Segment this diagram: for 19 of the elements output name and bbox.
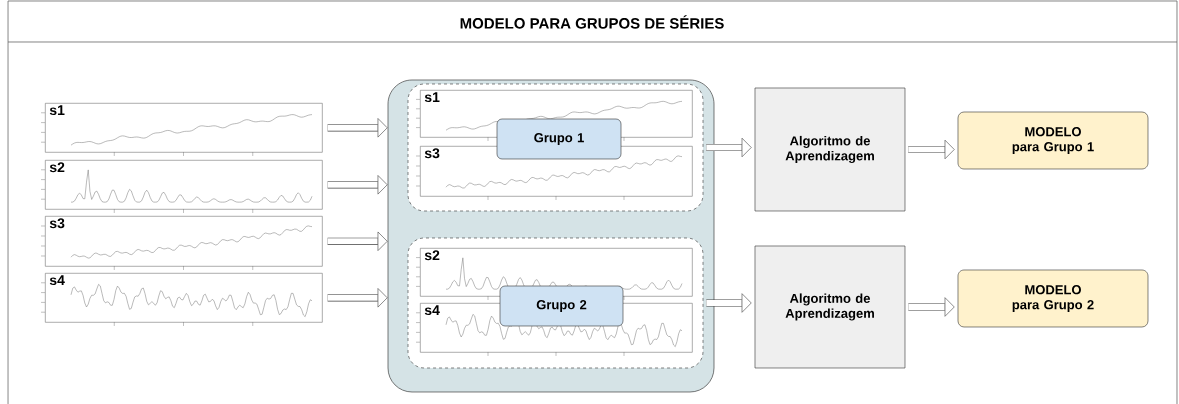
series-chart: s4 xyxy=(40,273,323,327)
block-arrow xyxy=(327,288,388,308)
model-box: MODELO para Grupo 1 xyxy=(957,111,1149,170)
group-label-box: Grupo 1 xyxy=(496,118,622,160)
block-arrow xyxy=(327,175,388,195)
series-chart: s3 xyxy=(40,216,323,271)
title: MODELO PARA GRUPOS DE SÉRIES xyxy=(460,15,724,29)
block-arrow xyxy=(706,293,752,313)
series-chart: s2 xyxy=(40,160,323,214)
group-label-box: Grupo 2 xyxy=(499,285,624,327)
block-arrow xyxy=(327,118,388,138)
series-chart: s1 xyxy=(40,103,323,157)
block-arrow xyxy=(908,297,955,317)
model-box: MODELO para Grupo 2 xyxy=(957,269,1149,328)
process-box: Algoritmo de Aprendizagem xyxy=(754,87,906,212)
block-arrow xyxy=(327,231,388,251)
process-box: Algoritmo de Aprendizagem xyxy=(754,245,906,369)
block-arrow xyxy=(908,139,955,160)
block-arrow xyxy=(706,137,752,158)
